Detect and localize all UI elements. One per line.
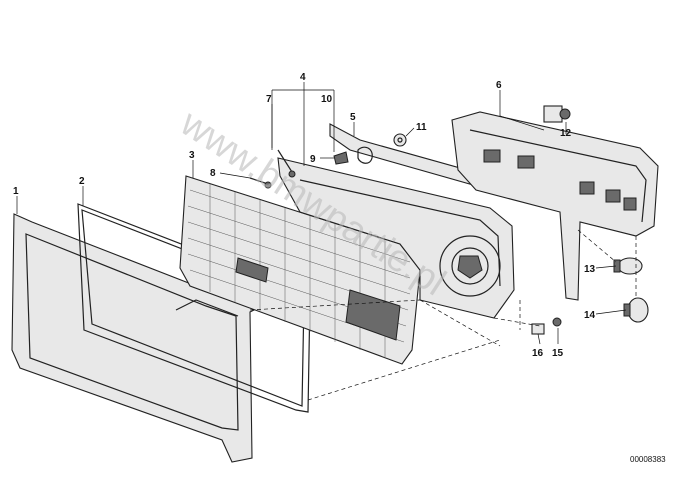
- callout-4: 4: [300, 72, 306, 83]
- part-4-lamp-housing: [277, 157, 515, 319]
- callout-11: 11: [416, 122, 427, 133]
- leader-lines: [16, 82, 627, 345]
- callout-3: 3: [189, 150, 195, 161]
- callout-13: 13: [584, 264, 596, 275]
- part-3-tail-light-lens: [179, 175, 421, 365]
- callout-labels: 1 2 3 4 5 6 7 8 9 10 11 12 13 14 15 16: [13, 72, 596, 359]
- callout-6: 6: [496, 80, 502, 91]
- part-15-screw: [552, 317, 562, 327]
- callout-9: 9: [310, 154, 316, 165]
- part-14-bulb: [623, 297, 649, 323]
- part-10-spring-nut: [357, 146, 373, 164]
- reference-code: 00008383: [630, 455, 666, 464]
- part-6-bulb-carrier-plate: [451, 111, 659, 301]
- callout-16: 16: [532, 348, 544, 359]
- callout-8: 8: [210, 168, 216, 179]
- callout-2: 2: [79, 176, 85, 187]
- part-13-bulb: [613, 257, 643, 275]
- part-11-nut: [393, 133, 407, 147]
- callout-7: 7: [266, 94, 272, 105]
- part-7-screw: [277, 149, 296, 178]
- part-8-screw: [249, 177, 272, 189]
- callout-12: 12: [560, 128, 572, 139]
- callout-14: 14: [584, 310, 596, 321]
- part-12-bulb-socket: [543, 105, 571, 123]
- part-9-clip: [333, 151, 349, 165]
- callout-10: 10: [321, 94, 333, 105]
- assembly-axis-lines: [249, 229, 637, 401]
- callout-5: 5: [350, 112, 356, 123]
- callout-15: 15: [552, 348, 564, 359]
- callout-1: 1: [13, 186, 19, 197]
